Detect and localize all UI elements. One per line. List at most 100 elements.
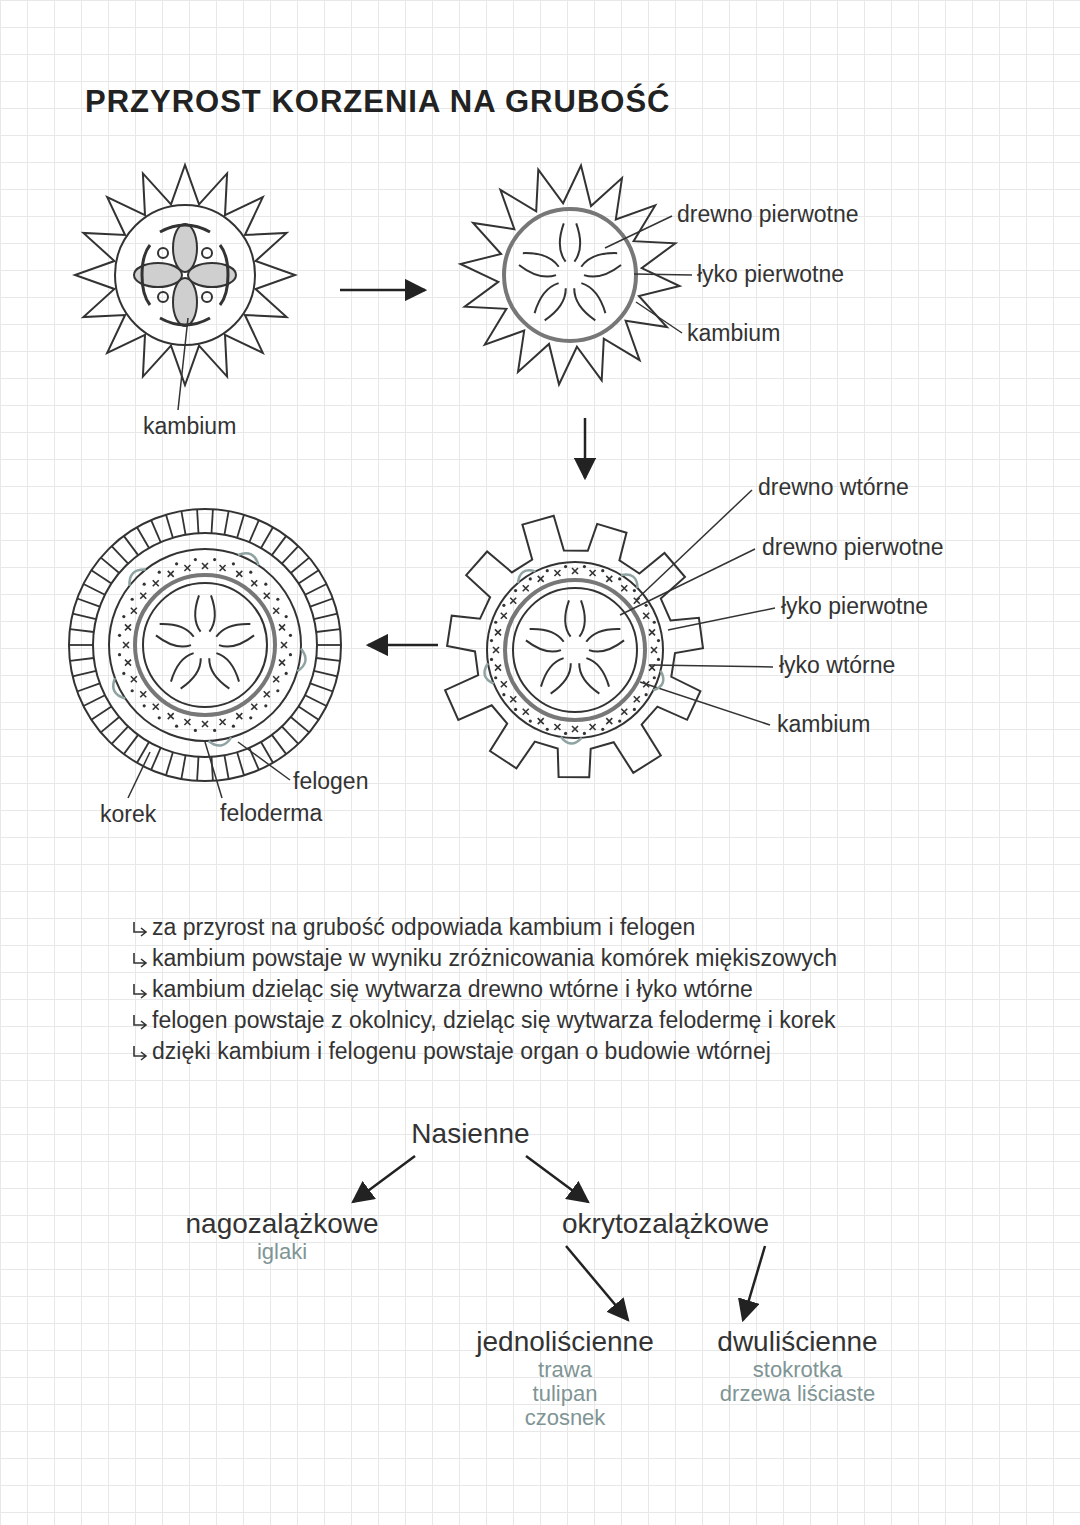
phloem-dot <box>143 583 146 586</box>
phloem-dot <box>633 589 636 592</box>
secondary-xylem-mark <box>273 676 279 682</box>
primary-root-section <box>115 205 255 410</box>
secondary-xylem-mark <box>236 713 242 719</box>
generated-strokes <box>69 165 703 1060</box>
phloem-dot <box>490 639 493 642</box>
cork-cell <box>224 511 228 535</box>
secondary-xylem-mark <box>643 681 649 687</box>
part-label: korek <box>100 801 156 827</box>
secondary-xylem-mark <box>523 585 529 591</box>
cork-cell <box>212 757 213 781</box>
xylem-arm <box>541 658 571 694</box>
secondary-xylem-mark <box>202 563 208 569</box>
part-label: kambium <box>687 320 780 346</box>
cork-cell <box>282 546 298 563</box>
phloem-dot <box>546 569 549 572</box>
secondary-xylem-mark <box>634 696 640 702</box>
cork-cell <box>249 520 259 542</box>
cork-cell <box>73 671 96 677</box>
secondary-xylem-mark <box>220 719 226 725</box>
cork-cell <box>299 707 319 720</box>
xylem-arm <box>560 223 580 261</box>
cork-cell <box>151 520 161 542</box>
phloem-dot <box>529 577 532 580</box>
phloem-dot <box>232 562 235 565</box>
phloem-dot <box>494 676 497 679</box>
phloem-dot <box>249 716 252 719</box>
secondary-xylem-mark <box>643 613 649 619</box>
phloem-dot <box>633 708 636 711</box>
phloem-dot <box>232 725 235 728</box>
primary-phloem <box>561 737 582 744</box>
secondary-xylem-mark <box>538 718 544 724</box>
bullet-arrow <box>134 953 146 967</box>
phloem-dot <box>285 615 288 618</box>
secondary-xylem-mark <box>168 571 174 577</box>
phloem-dot <box>490 658 493 661</box>
note-line: felogen powstaje z okolnicy, dzieląc się… <box>152 1007 836 1033</box>
secondary-xylem-mark <box>590 570 596 576</box>
xylem-arm <box>526 629 564 652</box>
example-name: iglaki <box>181 1240 383 1264</box>
tree-arrow <box>353 1156 415 1202</box>
phloem-dot <box>175 562 178 565</box>
bullet-arrow <box>134 1015 146 1029</box>
cork-cell <box>282 726 298 743</box>
cork-cell <box>91 707 111 720</box>
primary-phloem <box>484 663 493 683</box>
phloem-dot <box>213 558 216 561</box>
secondary-xylem-mark <box>281 642 287 648</box>
note-line: kambium dzieląc się wytwarza drewno wtór… <box>152 976 753 1002</box>
secondary-xylem-mark <box>140 593 146 599</box>
part-label: drewno pierwotne <box>762 534 944 560</box>
secondary-xylem-mark <box>523 709 529 715</box>
secondary-xylem-mark <box>125 624 131 630</box>
secondary-xylem-mark <box>131 608 137 614</box>
phloem-dot <box>158 571 161 574</box>
primary-phloem <box>518 570 536 583</box>
xylem-arm <box>586 629 624 652</box>
example-name: czosnek <box>472 1406 658 1430</box>
phloem-dot <box>285 672 288 675</box>
phloem-dot <box>264 583 267 586</box>
cork-cell <box>101 717 119 732</box>
secondary-xylem-mark <box>236 571 242 577</box>
secondary-xylem-mark <box>131 676 137 682</box>
cork-cell <box>124 735 138 754</box>
page-title: PRZYROST KORZENIA NA GRUBOŚĆ <box>85 84 670 120</box>
cork-cell <box>70 658 94 661</box>
primary-phloem <box>621 574 638 588</box>
cork-cell <box>237 515 244 538</box>
xylem-arm <box>519 253 559 277</box>
cork-cell <box>317 644 341 646</box>
cork-cell <box>73 614 96 620</box>
secondary-xylem-mark <box>153 580 159 586</box>
part-label: kambium <box>777 711 870 737</box>
cork-cell <box>83 695 104 706</box>
xylem-arm <box>581 253 621 277</box>
secondary-xylem-mark <box>493 647 499 653</box>
primary-phloem <box>653 671 663 691</box>
phloem-dot <box>249 571 252 574</box>
cork-cell <box>91 570 111 583</box>
secondary-xylem-mark <box>153 704 159 710</box>
phloem-dot <box>289 653 292 656</box>
cork-cell <box>314 614 337 620</box>
cork-cell <box>314 671 337 677</box>
secondary-root-section <box>487 490 775 738</box>
example-name: stokrotka <box>713 1358 882 1382</box>
secondary-xylem-mark <box>554 724 560 730</box>
note-line: dzięki kambium i felogenu powstaje organ… <box>152 1038 771 1064</box>
phloem-dot <box>601 728 604 731</box>
cork-cell <box>316 658 340 661</box>
secondary-xylem-mark <box>251 580 257 586</box>
secondary-xylem-mark <box>184 565 190 571</box>
phloem-dot <box>564 565 567 568</box>
secondary-xylem-mark <box>184 719 190 725</box>
note-line: kambium powstaje w wyniku zróżnicowania … <box>152 945 837 971</box>
cork-cell <box>137 742 149 763</box>
secondary-xylem-mark <box>495 665 501 671</box>
phloem-dot <box>276 689 279 692</box>
taxon-node: Nasienne <box>407 1118 534 1150</box>
cork-cell <box>272 536 286 555</box>
